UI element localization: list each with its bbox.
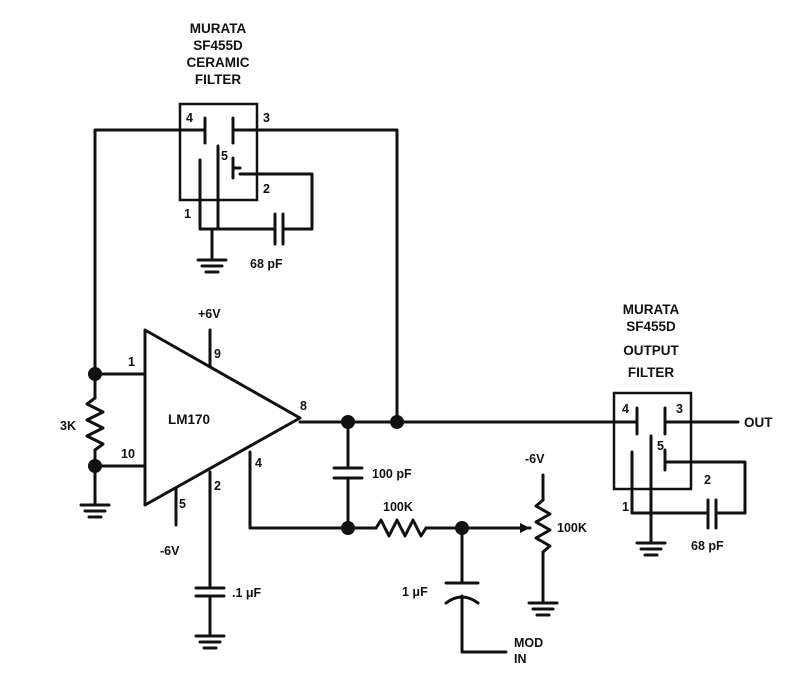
amplifier-triangle: [143, 328, 302, 507]
capacitor-1uf-label: 1 μF: [402, 585, 428, 599]
filter-out-title-4: FILTER: [628, 365, 674, 380]
filter-top-cap-label: 68 pF: [250, 257, 283, 271]
out-label: OUT: [744, 415, 773, 430]
junction-dot: [341, 415, 355, 429]
junction-dot: [88, 459, 102, 473]
filter-out-title-1: MURATA: [623, 302, 680, 317]
pot-label: 100K: [557, 521, 587, 535]
filter-out-pin4: 4: [622, 402, 629, 416]
filter-top-title-4: FILTER: [195, 72, 241, 87]
resistor-3k: [85, 396, 105, 452]
filter-top-title-2: SF455D: [193, 38, 243, 53]
filter-top-pin2: 2: [263, 182, 270, 196]
capacitor-100pf-label: 100 pF: [372, 467, 412, 481]
resistor-100k: [374, 518, 428, 538]
amp-pin4: 4: [255, 456, 262, 470]
ground-symbol-cap: [194, 634, 226, 650]
amp-pin10: 10: [121, 447, 135, 461]
amp-pin8: 8: [300, 399, 307, 413]
junction-dot: [455, 521, 469, 535]
filter-top-title-1: MURATA: [190, 21, 247, 36]
junction-dot: [390, 415, 404, 429]
capacitor-100pf: [332, 420, 364, 530]
amp-pin9: 9: [214, 347, 221, 361]
filter-top-pin3: 3: [263, 111, 270, 125]
amp-pin5: 5: [179, 497, 186, 511]
filter-top-pin4: 4: [186, 111, 193, 125]
filter-top-title-3: CERAMIC: [187, 55, 250, 70]
pot-wiper-arrow: [520, 523, 530, 533]
resistor-3k-label: 3K: [60, 419, 76, 433]
junction-dot: [88, 367, 102, 381]
filter-out-cap-label: 68 pF: [691, 539, 724, 553]
filter-top-pin1: 1: [184, 207, 191, 221]
resistor-100k-label: 100K: [383, 500, 413, 514]
ground-symbol-filter-out: [635, 541, 667, 557]
mod-in-label-1: MOD: [514, 636, 543, 650]
amplifier-name: LM170: [168, 412, 210, 427]
amp-pin4-wire: [248, 450, 350, 530]
filter-out-pin5: 5: [657, 439, 664, 453]
amp-pin2: 2: [214, 479, 221, 493]
amp-pin1: 1: [128, 355, 135, 369]
capacitor-01uf: [194, 586, 226, 638]
capacitor-1uf: [444, 526, 508, 654]
amp-supply-neg: -6V: [160, 544, 180, 558]
feedback-wire-left: [93, 128, 207, 374]
ceramic-filter: MURATA SF455D CERAMIC FILTER 4 3 5 2 1 6…: [178, 21, 314, 274]
filter-out-pin2-wire: [663, 460, 747, 515]
filter-out-title-2: SF455D: [626, 319, 676, 334]
lm170-amplifier: LM170 1 10 +6V 9 8 4 5 -6V 2: [93, 307, 350, 590]
feedback-wire-right: [231, 128, 399, 424]
ground-symbol-filter-top: [196, 258, 228, 274]
pot-supply-label: -6V: [525, 452, 545, 466]
mod-in-label-2: IN: [514, 652, 527, 666]
filter-top-pin5: 5: [221, 149, 228, 163]
filter-out-title-3: OUTPUT: [623, 343, 679, 358]
capacitor-01uf-label: .1 μF: [232, 586, 262, 600]
filter-top-pin2-wire: [238, 172, 314, 231]
filter-out-pin2: 2: [704, 473, 711, 487]
output-filter: MURATA SF455D OUTPUT FILTER 4 3 5 2 1 OU…: [612, 302, 773, 557]
ground-symbol-pot: [527, 601, 559, 617]
filter-out-pin3: 3: [676, 402, 683, 416]
filter-out-pin1: 1: [622, 500, 629, 514]
ground-symbol-left: [79, 503, 111, 519]
junction-dot: [341, 521, 355, 535]
potentiometer-100k: [534, 498, 552, 554]
amp-supply-pos: +6V: [198, 307, 221, 321]
